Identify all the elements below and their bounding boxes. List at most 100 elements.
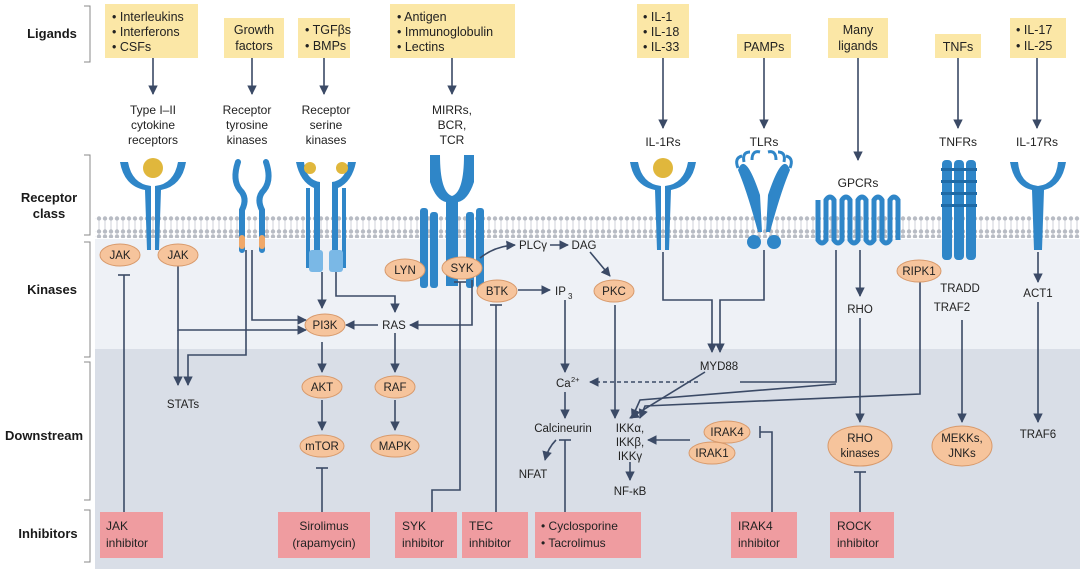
ligand-pamps: PAMPs xyxy=(737,34,791,58)
svg-text:BCR,: BCR, xyxy=(438,118,467,132)
svg-text:JAK: JAK xyxy=(109,250,130,262)
svg-text:kinases: kinases xyxy=(227,133,268,147)
svg-text:IL-17Rs: IL-17Rs xyxy=(1016,135,1058,149)
svg-text:(rapamycin): (rapamycin) xyxy=(292,536,355,550)
ligand-many: Many ligands xyxy=(828,18,888,58)
svg-text:• IL-25: • IL-25 xyxy=(1016,39,1052,53)
svg-text:• IL-1: • IL-1 xyxy=(643,10,672,24)
tlr-receptor xyxy=(735,150,793,249)
inhibition-lines xyxy=(118,274,866,512)
inhibitor-cyclosporine: • Cyclosporine• Tacrolimus xyxy=(535,512,641,558)
dag-label: DAG xyxy=(572,240,597,252)
act1-label: ACT1 xyxy=(1023,288,1052,300)
svg-text:JAK: JAK xyxy=(106,519,128,533)
svg-text:Receptor: Receptor xyxy=(302,103,351,117)
row-label-receptor: Receptor xyxy=(21,190,77,205)
svg-text:mTOR: mTOR xyxy=(305,441,339,453)
svg-text:kinases: kinases xyxy=(841,448,880,460)
svg-text:ROCK: ROCK xyxy=(837,519,872,533)
ligand-tgfb: • TGFβs • BMPs xyxy=(298,18,351,58)
myd88-label: MYD88 xyxy=(700,361,738,373)
ikk-b-label: IKKβ, xyxy=(616,437,644,449)
svg-text:cytokine: cytokine xyxy=(131,118,175,132)
svg-text:• IL-33: • IL-33 xyxy=(643,40,679,54)
svg-text:TLRs: TLRs xyxy=(750,135,779,149)
svg-text:RIPK1: RIPK1 xyxy=(902,266,935,278)
svg-text:inhibitor: inhibitor xyxy=(837,536,879,550)
svg-text:TCR: TCR xyxy=(440,133,465,147)
svg-text:factors: factors xyxy=(235,39,273,53)
node-lyn: LYN xyxy=(384,258,426,282)
inhibitor-sirolimus: Sirolimus (rapamycin) xyxy=(278,512,370,558)
svg-text:ligands: ligands xyxy=(838,39,878,53)
svg-text:IRAK4: IRAK4 xyxy=(738,519,773,533)
svg-text:IRAK1: IRAK1 xyxy=(695,448,728,460)
svg-text:JNKs: JNKs xyxy=(948,448,976,460)
rtk-receptor xyxy=(232,159,272,253)
inhibitor-irak4: IRAK4 inhibitor xyxy=(731,512,797,558)
ligand-tnfs: TNFs xyxy=(935,34,981,58)
mirr-receptor xyxy=(420,155,484,288)
ligand-arrows xyxy=(148,58,1042,161)
receptor-shapes xyxy=(120,150,1066,288)
ca-label: Ca xyxy=(556,378,571,390)
il1r-receptor xyxy=(630,158,696,250)
svg-text:Receptor: Receptor xyxy=(223,103,272,117)
ip3-subscript: 3 xyxy=(568,292,573,301)
rho-label: RHO xyxy=(847,304,873,316)
svg-text:MIRRs,: MIRRs, xyxy=(432,103,472,117)
stats-label: STATs xyxy=(167,399,199,411)
svg-text:Sirolimus: Sirolimus xyxy=(299,519,348,533)
svg-text:inhibitor: inhibitor xyxy=(738,536,780,550)
rsk-receptor xyxy=(296,162,356,272)
svg-text:• BMPs: • BMPs xyxy=(305,39,346,53)
node-syk: SYK xyxy=(441,256,483,280)
svg-text:kinases: kinases xyxy=(306,133,347,147)
ikk-a-label: IKKα, xyxy=(616,423,644,435)
node-btk: BTK xyxy=(476,279,518,303)
ligand-interleukins: • Interleukins • Interferons • CSFs xyxy=(105,4,198,58)
svg-text:SYK: SYK xyxy=(450,263,473,275)
node-jak-2: JAK xyxy=(157,243,199,267)
svg-text:AKT: AKT xyxy=(311,382,333,394)
tnfr-receptor xyxy=(941,160,977,260)
row-label-class: class xyxy=(33,206,66,221)
cytokine-receptor xyxy=(120,158,186,250)
svg-text:• IL-18: • IL-18 xyxy=(643,25,679,39)
inhibitor-boxes: JAK inhibitor Sirolimus (rapamycin) SYK inh… xyxy=(100,512,894,558)
tradd-label: TRADD xyxy=(940,283,980,295)
ligand-growth-factors: Growth factors xyxy=(224,18,284,58)
pathway-arrows xyxy=(173,240,1043,481)
ca-superscript: 2+ xyxy=(571,375,580,384)
node-mekks: MEKKs,JNKs xyxy=(931,425,993,467)
svg-text:SYK: SYK xyxy=(402,519,426,533)
svg-text:IRAK4: IRAK4 xyxy=(710,427,744,439)
row-label-downstream: Downstream xyxy=(5,428,83,443)
svg-text:inhibitor: inhibitor xyxy=(402,536,444,550)
svg-text:PI3K: PI3K xyxy=(313,320,338,332)
svg-text:Many: Many xyxy=(843,23,874,37)
svg-text:JAK: JAK xyxy=(167,250,188,262)
svg-text:receptors: receptors xyxy=(128,133,178,147)
calcineurin-label: Calcineurin xyxy=(534,423,592,435)
ligand-il17: • IL-17 • IL-25 xyxy=(1010,18,1066,58)
node-ripk1: RIPK1 xyxy=(896,259,942,283)
kinase-nodes: JAK JAK LYN SYK BTK PKC PI3K AKT mTOR RA… xyxy=(99,243,993,467)
ligand-antigen: • Antigen • Immunoglobulin • Lectins xyxy=(390,4,515,58)
traf2-label: TRAF2 xyxy=(934,302,970,314)
svg-text:serine: serine xyxy=(310,118,343,132)
row-label-ligands: Ligands xyxy=(27,26,77,41)
svg-text:MAPK: MAPK xyxy=(379,441,412,453)
node-jak-1: JAK xyxy=(99,243,141,267)
svg-text:PAMPs: PAMPs xyxy=(744,40,785,54)
svg-text:GPCRs: GPCRs xyxy=(838,176,879,190)
svg-text:IL-1Rs: IL-1Rs xyxy=(645,135,680,149)
svg-text:inhibitor: inhibitor xyxy=(469,536,511,550)
svg-text:• CSFs: • CSFs xyxy=(112,40,151,54)
ikk-g-label: IKKγ xyxy=(618,451,643,463)
svg-text:tyrosine: tyrosine xyxy=(226,118,268,132)
svg-text:• Lectins: • Lectins xyxy=(397,40,444,54)
node-mapk: MAPK xyxy=(370,434,420,458)
